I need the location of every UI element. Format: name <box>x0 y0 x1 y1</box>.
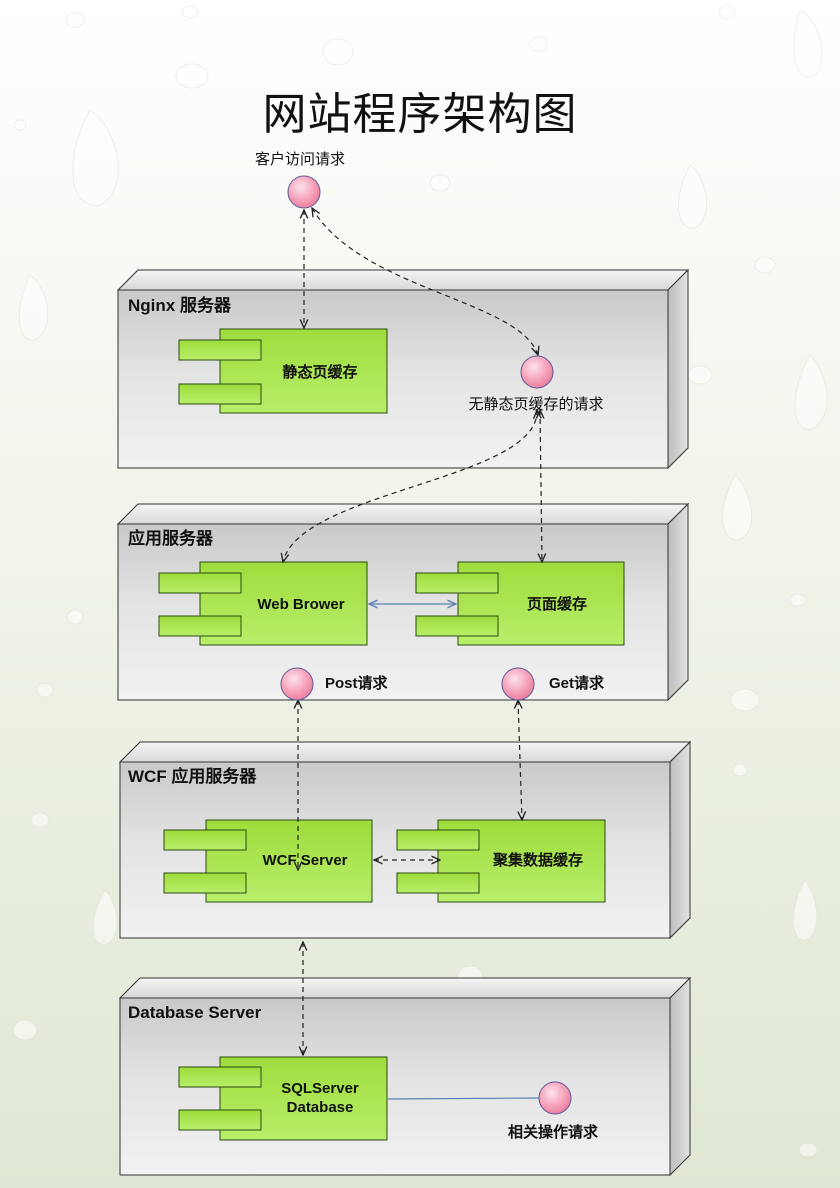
water-drop-icon <box>72 109 119 206</box>
component-label: Web Brower <box>257 596 344 613</box>
interface-label: Get请求 <box>549 674 605 692</box>
interface-label: 相关操作请求 <box>508 1123 599 1141</box>
component-port <box>415 572 499 594</box>
component-port <box>163 829 247 851</box>
node-side-face <box>669 976 691 1177</box>
component-web-brower[interactable]: Web Brower <box>158 561 368 646</box>
water-drop-icon <box>175 63 209 89</box>
node-label-nginx: Nginx 服务器 <box>128 295 232 315</box>
component-wcf-server[interactable]: WCF Server <box>163 819 373 903</box>
node-nginx: Nginx 服务器 静态页缓存 <box>116 268 690 470</box>
connector-client-no-static <box>312 208 538 355</box>
interface-get-request[interactable]: Get请求 <box>501 667 605 701</box>
node-front-face <box>117 289 669 469</box>
water-drop-icon <box>730 688 760 712</box>
water-drop-icon <box>789 593 807 607</box>
component-port <box>178 339 262 361</box>
water-drop-icon <box>181 5 199 19</box>
node-label-app: 应用服务器 <box>128 528 214 548</box>
water-drop-icon <box>718 4 736 20</box>
component-port <box>178 383 262 405</box>
node-side-face <box>667 502 689 702</box>
water-drop-icon <box>65 12 85 28</box>
water-drop-icon <box>732 763 748 777</box>
component-label: WCF Server <box>262 852 347 869</box>
node-top-face <box>116 269 690 291</box>
component-port <box>396 872 480 894</box>
water-drop-icon <box>12 1019 38 1041</box>
water-drop-icon <box>798 1142 818 1158</box>
water-drop-icon <box>322 38 354 66</box>
water-drop-icon <box>66 609 84 625</box>
interface-label: 无静态页缓存的请求 <box>468 396 603 413</box>
water-drop-icon <box>794 354 828 431</box>
page-title: 网站程序架构图 <box>262 89 578 140</box>
node-side-face <box>667 268 689 470</box>
interface-related-request[interactable]: 相关操作请求 <box>508 1081 599 1141</box>
water-drop-icon <box>36 682 54 698</box>
component-aggregate-cache[interactable]: 聚集数据缓存 <box>396 819 606 903</box>
component-label-line1: SQLServer <box>281 1080 359 1097</box>
node-side-face <box>669 740 691 940</box>
connector-no-static-page-cache <box>540 410 542 562</box>
water-drop-icon <box>754 256 776 274</box>
water-drop-icon <box>18 274 49 341</box>
component-port <box>158 572 242 594</box>
component-sqlserver-database[interactable]: SQLServer Database <box>178 1056 388 1141</box>
node-database-server: Database Server SQLServer Database <box>118 976 692 1177</box>
component-port <box>158 615 242 637</box>
interface-post-request[interactable]: Post请求 <box>280 667 389 701</box>
node-top-face <box>116 503 690 525</box>
water-drop-icon <box>722 474 752 541</box>
node-top-face <box>118 741 692 763</box>
component-page-cache[interactable]: 页面缓存 <box>415 561 625 646</box>
node-label-db: Database Server <box>128 1003 262 1022</box>
connector-no-static-web-brower <box>283 410 537 562</box>
component-label: 静态页缓存 <box>282 363 357 381</box>
water-drop-icon <box>13 119 27 131</box>
component-label: 页面缓存 <box>527 595 587 613</box>
connector-database-related <box>386 1097 540 1100</box>
component-port <box>178 1066 262 1088</box>
component-label-line2: Database <box>287 1099 354 1116</box>
water-drop-icon <box>92 889 118 946</box>
component-port <box>396 829 480 851</box>
component-port <box>178 1109 262 1131</box>
node-label-wcf: WCF 应用服务器 <box>128 766 257 786</box>
component-port <box>163 872 247 894</box>
connector-get-aggregate-cache <box>518 700 522 820</box>
node-top-face <box>118 977 692 999</box>
interface-client-request[interactable]: 客户访问请求 <box>255 151 345 209</box>
water-drop-icon <box>528 36 548 52</box>
interface-label: Post请求 <box>325 674 389 692</box>
water-drop-icon <box>429 174 451 192</box>
water-drop-icon <box>30 812 50 828</box>
water-drop-icon <box>678 164 707 229</box>
interface-label: 客户访问请求 <box>255 151 345 168</box>
component-port <box>415 615 499 637</box>
node-wcf-server: WCF 应用服务器 WCF Server 聚集数据缓存 <box>118 740 692 940</box>
node-app-server: 应用服务器 Web Brower 页面缓存 <box>116 502 690 702</box>
water-drop-icon <box>792 879 818 941</box>
interface-no-static-request[interactable]: 无静态页缓存的请求 <box>468 355 604 413</box>
water-drop-icon <box>793 9 823 78</box>
component-label: 聚集数据缓存 <box>492 851 583 869</box>
